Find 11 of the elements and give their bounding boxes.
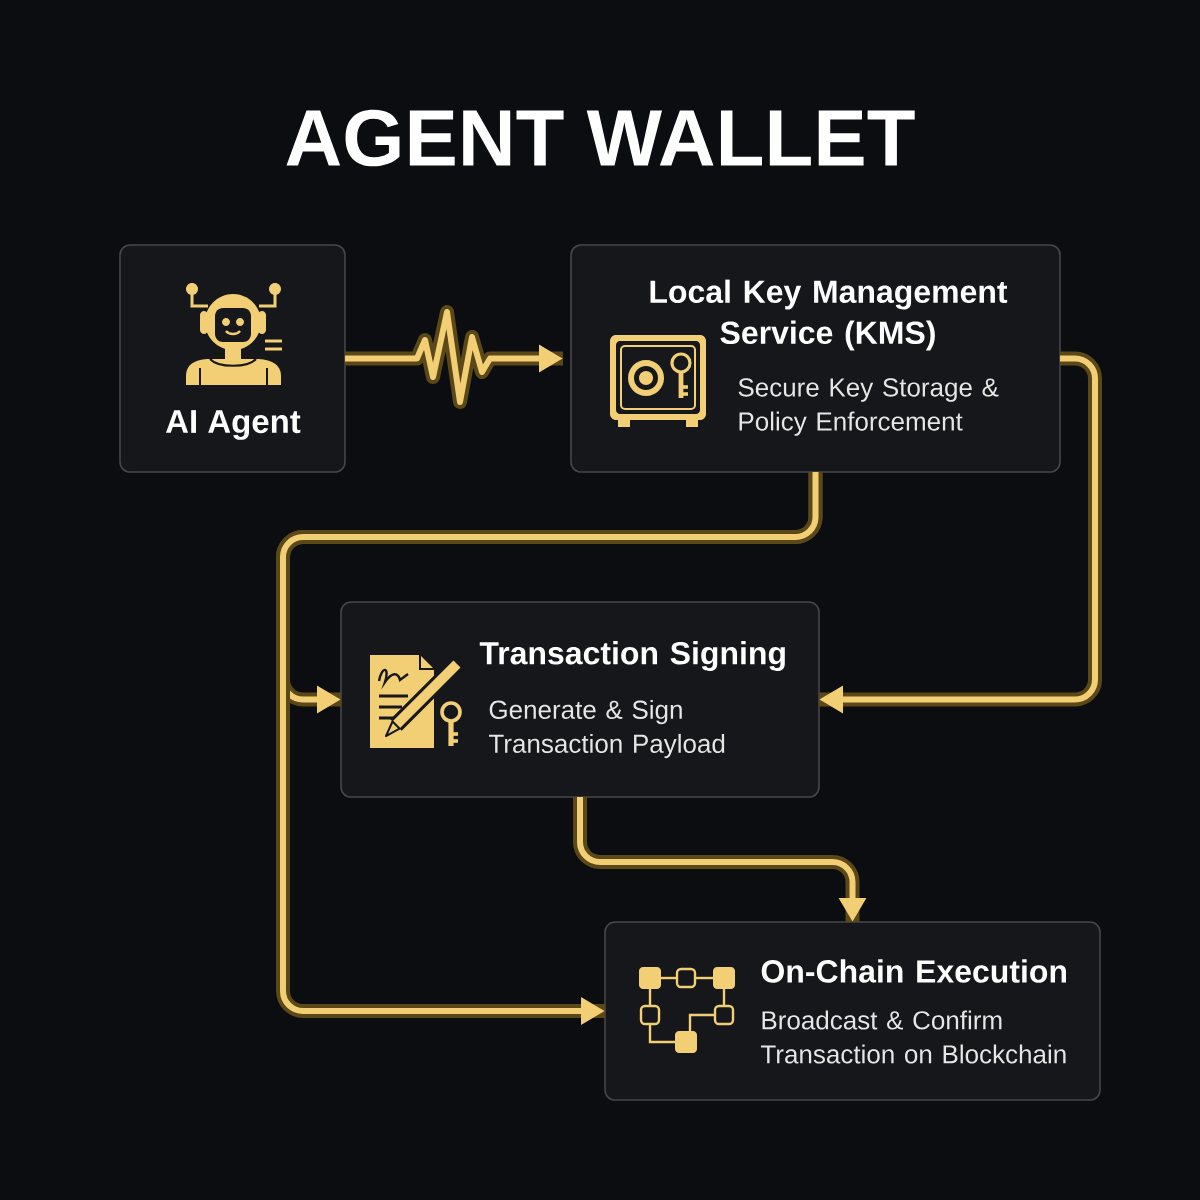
box-label: AI Agent (166, 410, 301, 440)
box-text: Generate & Sign Transaction Payload (489, 699, 725, 759)
box-text: Broadcast & Confirm Transaction on Blockchain (761, 1010, 1066, 1064)
connector-arrow (819, 351, 1102, 714)
connector-arrow (573, 797, 867, 922)
box-heading: Local Key Management Service (KMS) (650, 279, 1008, 351)
waveform-arrow (345, 305, 563, 409)
box-heading: On-Chain Execution (761, 959, 1066, 983)
title: AGENT WALLET (286, 109, 915, 167)
box-text: Secure Key Storage & Policy Enforcement (738, 378, 999, 436)
box-heading: Transaction Signing (479, 641, 785, 671)
